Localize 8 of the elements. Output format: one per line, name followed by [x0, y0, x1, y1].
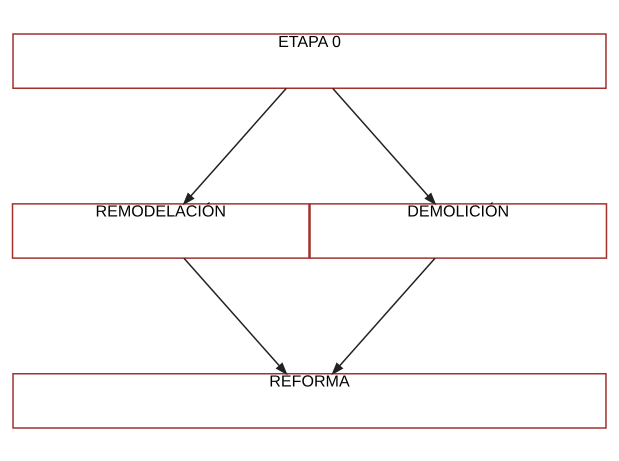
node-box: DEMOLICIÓN	[309, 202, 608, 258]
arrow	[183, 257, 288, 375]
arrow	[332, 87, 436, 205]
arrow	[331, 257, 436, 375]
node-box: REFORMA	[12, 372, 607, 428]
arrow	[182, 87, 287, 205]
node-box: REMODELACIÓN	[12, 202, 310, 258]
node-box: ETAPA 0	[12, 32, 607, 89]
